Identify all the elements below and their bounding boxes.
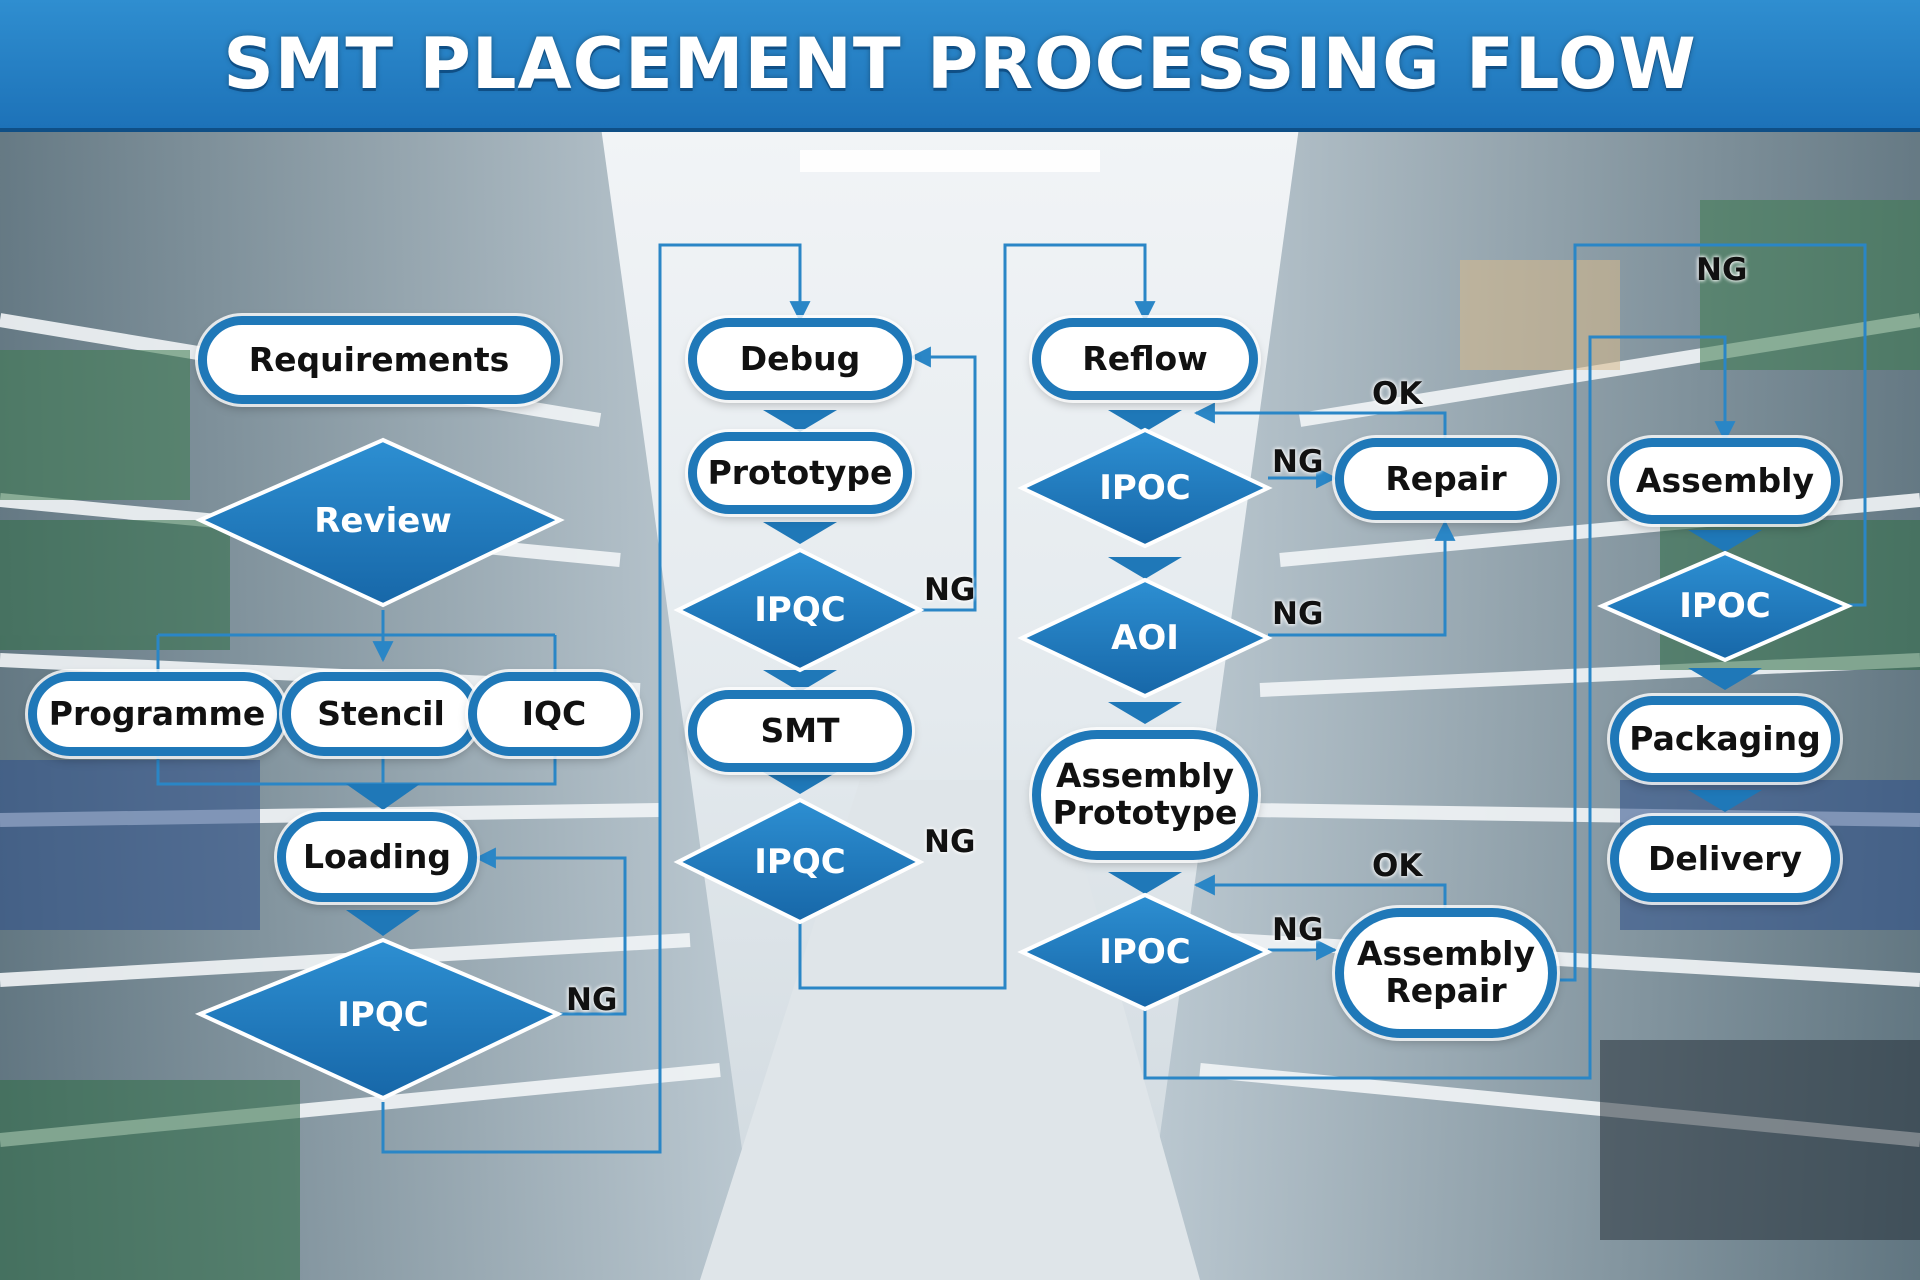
label-ipoc-col4: IPOC xyxy=(1679,586,1771,626)
diamond-aoi-col3 xyxy=(1017,577,1273,699)
diamond-ipoc-col4 xyxy=(1596,550,1854,663)
node-programme: Programme xyxy=(28,672,286,756)
node-loading: Loading xyxy=(277,812,477,902)
node-requirements: Requirements xyxy=(198,316,560,404)
flow-arrow-icon xyxy=(1108,557,1182,579)
label-ipqc2-col2: IPQC xyxy=(754,842,846,882)
diamond-ipoc1-col3 xyxy=(1017,427,1273,549)
flow-arrow-icon xyxy=(1108,702,1182,724)
node-delivery: Delivery xyxy=(1610,816,1840,902)
node-debug: Debug xyxy=(688,318,912,400)
connector-assembly-repair-ok xyxy=(1193,874,1447,910)
node-loading-label: Loading xyxy=(302,836,452,876)
tag-ng-col4: NG xyxy=(1696,252,1748,288)
node-assembly-prototype: Assembly Prototype xyxy=(1032,730,1258,860)
flow-arrow-icon xyxy=(763,410,837,432)
node-prototype: Prototype xyxy=(688,432,912,514)
node-smt: SMT xyxy=(688,690,912,772)
connector-aoi-ng-repair xyxy=(1268,519,1456,637)
flow-arrow-icon xyxy=(1688,530,1762,552)
connector-ipqc1-ng-loop xyxy=(909,346,977,612)
flow-arrow-icon xyxy=(346,784,420,810)
tag-ok1-col3: OK xyxy=(1372,376,1423,412)
tag-ng2-col3: NG xyxy=(1272,596,1324,632)
connector-col3-to-col4 xyxy=(1143,335,1736,1080)
label-aoi-col3: AOI xyxy=(1111,618,1179,658)
title-banner: SMT PLACEMENT PROCESSING FLOW xyxy=(0,0,1920,132)
flow-arrow-icon xyxy=(346,910,420,936)
node-programme-label: Programme xyxy=(48,693,266,733)
tag-ng2-col2: NG xyxy=(924,824,976,860)
node-stencil-label: Stencil xyxy=(317,693,445,733)
flow-arrow-icon xyxy=(763,772,837,794)
diamond-ipqc2-col2 xyxy=(673,797,925,925)
node-repair: Repair xyxy=(1335,438,1557,520)
node-iqc: IQC xyxy=(468,672,640,756)
diamond-review xyxy=(195,437,565,608)
node-iqc-label: IQC xyxy=(521,693,587,733)
diamond-ipoc2-col3 xyxy=(1017,892,1273,1012)
diamond-ipqc1-col2 xyxy=(673,547,925,673)
tag-ok2-col3: OK xyxy=(1372,848,1423,884)
connector-ipqc-ng-loop xyxy=(474,847,627,1016)
node-assembly-prototype-label: Assembly Prototype xyxy=(1052,756,1238,832)
flow-arrow-icon xyxy=(1688,668,1762,690)
label-ipoc2-col3: IPOC xyxy=(1099,932,1191,972)
node-debug-label: Debug xyxy=(739,338,861,378)
node-packaging-label: Packaging xyxy=(1629,718,1821,758)
node-reflow: Reflow xyxy=(1032,318,1258,400)
tag-ng1-col2: NG xyxy=(924,572,976,608)
node-repair-label: Repair xyxy=(1385,458,1507,498)
flow-arrow-icon xyxy=(1108,872,1182,894)
node-delivery-label: Delivery xyxy=(1647,838,1803,878)
tag-ng3-col3: NG xyxy=(1272,912,1324,948)
diamond-ipqc-col1 xyxy=(194,937,563,1101)
label-ipqc-col1: IPQC xyxy=(337,995,429,1035)
node-smt-label: SMT xyxy=(760,710,840,750)
flow-arrow-icon xyxy=(1108,410,1182,432)
node-reflow-label: Reflow xyxy=(1082,338,1208,378)
label-review: Review xyxy=(314,501,452,541)
connector-col2-to-col3 xyxy=(798,243,1156,990)
page-title: SMT PLACEMENT PROCESSING FLOW xyxy=(223,23,1697,105)
node-assembly: Assembly xyxy=(1610,438,1840,524)
connector-col4-ipoc-ng xyxy=(1560,243,1867,982)
flow-arrow-icon xyxy=(763,670,837,692)
node-requirements-label: Requirements xyxy=(248,339,510,379)
flow-arrow-icon xyxy=(1688,790,1762,812)
node-stencil: Stencil xyxy=(282,672,480,756)
connector-col1-to-col2 xyxy=(381,243,811,1154)
tag-ng1-col3: NG xyxy=(1272,444,1324,480)
connector-repair-ok xyxy=(1193,402,1447,440)
node-assembly-label: Assembly xyxy=(1635,460,1815,500)
node-assembly-repair: Assembly Repair xyxy=(1335,908,1557,1038)
node-packaging: Packaging xyxy=(1610,696,1840,782)
node-prototype-label: Prototype xyxy=(707,452,893,492)
node-assembly-repair-label: Assembly Repair xyxy=(1356,934,1536,1010)
flow-arrow-icon xyxy=(763,522,837,544)
tag-ng-col1: NG xyxy=(566,982,618,1018)
label-ipoc1-col3: IPOC xyxy=(1099,468,1191,508)
label-ipqc1-col2: IPQC xyxy=(754,590,846,630)
